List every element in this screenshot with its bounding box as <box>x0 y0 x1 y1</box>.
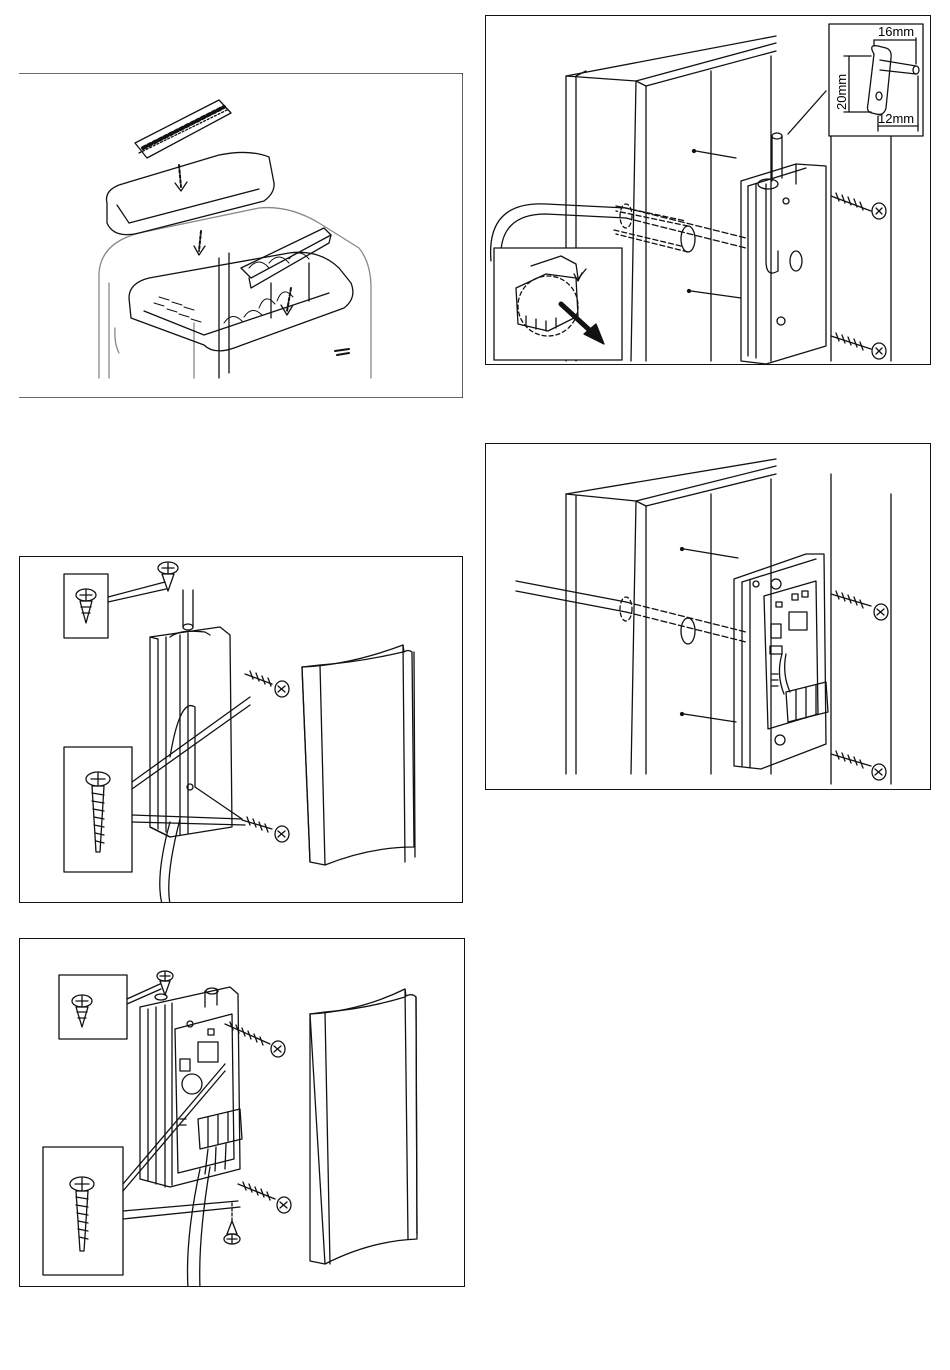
heater-top-illustration <box>19 73 463 398</box>
figure-sensor-wall-circuit <box>485 443 931 790</box>
figure-circuit-holder-cover <box>19 938 465 1287</box>
figure-heater-top <box>19 73 463 398</box>
sensor-wall-circuit-illustration <box>486 444 931 790</box>
figure-sensor-holder-cover <box>19 556 463 903</box>
sensor-holder-cover-illustration <box>20 557 463 903</box>
dimension-width-label: 16mm <box>878 24 914 39</box>
dimension-offset-label: 12mm <box>878 111 914 126</box>
dimension-height-label: 20mm <box>834 74 849 110</box>
sensor-mounting-illustration: 16mm 20mm 12mm <box>486 16 931 365</box>
circuit-holder-cover-illustration <box>20 939 465 1287</box>
figure-sensor-mounting-dimensions: 16mm 20mm 12mm <box>485 15 931 365</box>
